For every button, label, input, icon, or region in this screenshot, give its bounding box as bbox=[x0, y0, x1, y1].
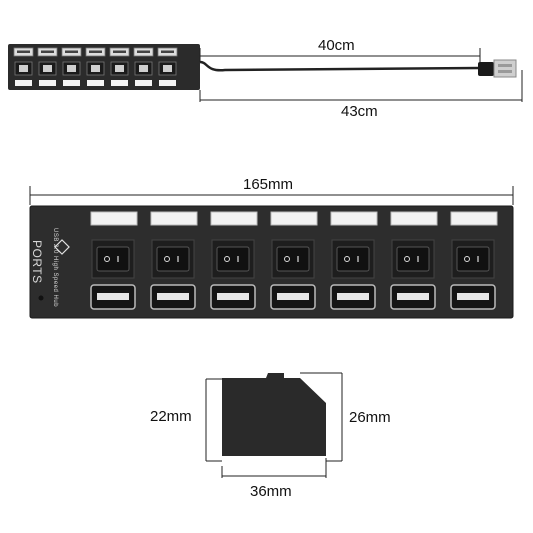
top-usb-port-inner bbox=[89, 50, 102, 53]
usb-port-tongue bbox=[337, 293, 369, 300]
top-switch-rocker bbox=[19, 65, 28, 72]
led-window bbox=[330, 211, 378, 226]
total-length-label: 43cm bbox=[341, 103, 378, 120]
top-led-window bbox=[135, 80, 152, 86]
height-left-label: 22mm bbox=[150, 408, 192, 425]
top-switch-rocker bbox=[91, 65, 100, 72]
top-led-window bbox=[39, 80, 56, 86]
top-usb-port-inner bbox=[113, 50, 126, 53]
led-window bbox=[210, 211, 258, 226]
usb-port-tongue bbox=[157, 293, 189, 300]
switch-off-icon bbox=[284, 256, 290, 262]
top-led-window bbox=[87, 80, 104, 86]
power-switch bbox=[216, 246, 250, 272]
led-window bbox=[450, 211, 498, 226]
top-led-window bbox=[15, 80, 32, 86]
top-usb-port-inner bbox=[17, 50, 30, 53]
top-switch-rocker bbox=[139, 65, 148, 72]
switch-off-icon bbox=[164, 256, 170, 262]
top-switch-rocker bbox=[115, 65, 124, 72]
top-usb-port-inner bbox=[41, 50, 54, 53]
led-window bbox=[90, 211, 138, 226]
led-window bbox=[390, 211, 438, 226]
brand-subtext: USB 2.0 High Speed Hub bbox=[52, 228, 58, 308]
power-switch bbox=[456, 246, 490, 272]
usb-port-tongue bbox=[457, 293, 489, 300]
top-usb-port-inner bbox=[161, 50, 174, 53]
side-view-hub bbox=[222, 373, 326, 456]
usb-port-tongue bbox=[277, 293, 309, 300]
height-right-label: 26mm bbox=[349, 409, 391, 426]
switch-off-icon bbox=[344, 256, 350, 262]
usb-port-tongue bbox=[97, 293, 129, 300]
top-usb-port-inner bbox=[65, 50, 78, 53]
cable-length-label: 40cm bbox=[318, 37, 355, 54]
side-dimension-lines bbox=[205, 372, 343, 478]
width-dimension bbox=[29, 186, 514, 205]
front-view-hub bbox=[29, 205, 514, 319]
brand-ports-text: PORTS bbox=[30, 240, 44, 284]
power-switch bbox=[96, 246, 130, 272]
total-length-dimension bbox=[199, 70, 523, 102]
usb-port-tongue bbox=[217, 293, 249, 300]
power-led bbox=[38, 295, 44, 301]
switch-off-icon bbox=[224, 256, 230, 262]
switch-off-icon bbox=[104, 256, 110, 262]
top-switch-rocker bbox=[163, 65, 172, 72]
width-label: 165mm bbox=[243, 176, 294, 193]
depth-label: 36mm bbox=[250, 483, 292, 500]
power-switch bbox=[156, 246, 190, 272]
usb-cable bbox=[199, 60, 481, 72]
led-window bbox=[270, 211, 318, 226]
top-view-hub bbox=[8, 44, 200, 90]
usb-plug bbox=[478, 59, 517, 78]
top-usb-port-inner bbox=[137, 50, 150, 53]
top-led-window bbox=[111, 80, 128, 86]
cable-length-dimension bbox=[199, 48, 481, 62]
switch-off-icon bbox=[464, 256, 470, 262]
top-led-window bbox=[63, 80, 80, 86]
top-switch-rocker bbox=[67, 65, 76, 72]
led-window bbox=[150, 211, 198, 226]
power-switch bbox=[276, 246, 310, 272]
top-led-window bbox=[159, 80, 176, 86]
top-switch-rocker bbox=[43, 65, 52, 72]
power-switch bbox=[336, 246, 370, 272]
switch-off-icon bbox=[404, 256, 410, 262]
usb-port-tongue bbox=[397, 293, 429, 300]
ports-logo-icon bbox=[54, 239, 70, 255]
power-switch bbox=[396, 246, 430, 272]
